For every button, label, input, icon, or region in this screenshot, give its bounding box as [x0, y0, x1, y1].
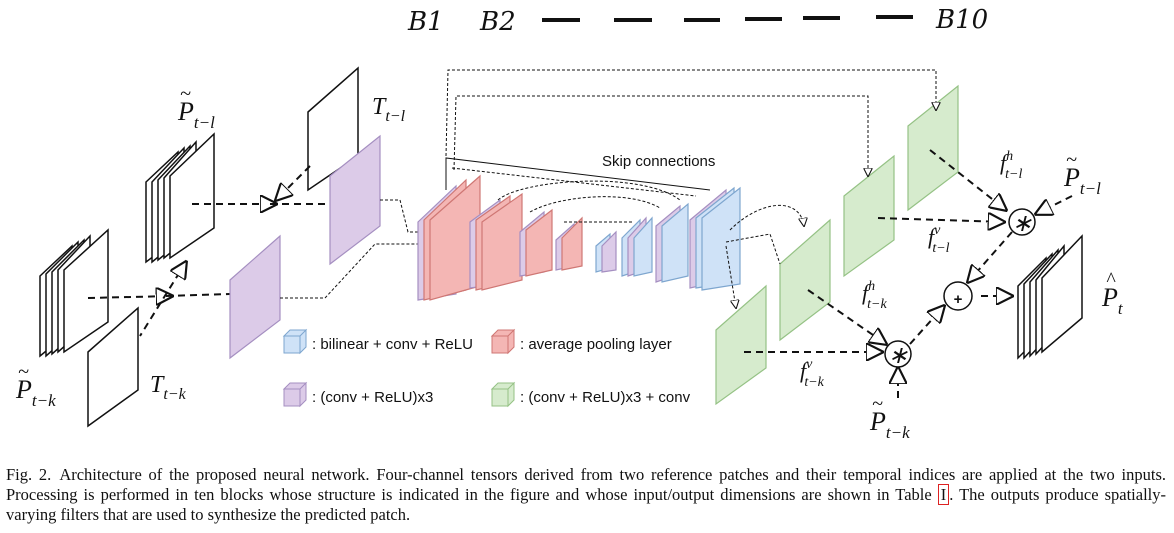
- conv-operator-bottom: ∗: [884, 340, 912, 369]
- skip-connections: [445, 157, 711, 223]
- conv-operator-top: ∗: [1008, 208, 1036, 237]
- table-reference-link[interactable]: I: [937, 484, 950, 505]
- input-stack-bottom: [39, 228, 109, 358]
- input-stack-top: [145, 132, 215, 264]
- svg-text:Pt−k: Pt−k: [869, 407, 910, 442]
- svg-text:: (conv + ReLU)x3: : (conv + ReLU)x3: [312, 389, 433, 406]
- time-index-frame-bottom: [87, 306, 139, 428]
- svg-text:: (conv + ReLU)x3 + conv: : (conv + ReLU)x3 + conv: [520, 389, 691, 406]
- filter-arrows: [744, 149, 1073, 398]
- input-block-purple-top: [329, 134, 381, 266]
- legend-item-red: : average pooling layer: [490, 328, 672, 355]
- svg-text:∗: ∗: [1012, 211, 1032, 237]
- output-branches: [715, 84, 959, 406]
- svg-text:~: ~: [1066, 149, 1077, 171]
- predicted-patch-stack: [1017, 234, 1083, 360]
- block-ellipsis-dashes: [542, 15, 913, 22]
- figure-caption: Fig. 2.Architecture of the proposed neur…: [6, 465, 1166, 525]
- svg-text:: average pooling layer: : average pooling layer: [520, 336, 672, 353]
- filter-block-fh-k: [779, 218, 831, 342]
- input-arrows: [87, 165, 330, 337]
- unet-layers: [417, 174, 741, 301]
- svg-text:∗: ∗: [888, 343, 908, 369]
- figure-number: Fig. 2.: [6, 465, 52, 484]
- svg-text:~: ~: [18, 361, 29, 383]
- block-annotations: B1 B2 B10: [407, 5, 988, 37]
- block-label-b2: B2: [479, 7, 516, 37]
- output-ref-patch-label-bottom: Pt−k ~: [869, 393, 910, 442]
- legend-item-green: : (conv + ReLU)x3 + conv: [490, 381, 691, 408]
- predicted-patch-label: Pt ^: [1101, 269, 1124, 318]
- filter-block-fv-k: [715, 284, 767, 406]
- add-operator: +: [943, 281, 973, 311]
- encoder-input-paths: [280, 199, 418, 299]
- architecture-diagram: B1 B2 B10 Pt−l ~ Pt−k ~ Tt−l: [15, 5, 1124, 442]
- legend-item-purple: : (conv + ReLU)x3: [282, 381, 433, 408]
- legend: : bilinear + conv + ReLU : average pooli…: [282, 328, 691, 408]
- time-index-label-top: Tt−l: [372, 94, 406, 125]
- input-patch-label-top: Pt−l ~: [177, 83, 215, 132]
- time-index-label-bottom: Tt−k: [150, 372, 187, 403]
- svg-text:^: ^: [1106, 269, 1116, 291]
- svg-text:Pt−l: Pt−l: [1063, 163, 1101, 198]
- caption-text-2: . The outputs produce spatially-varying …: [6, 485, 1166, 524]
- decoder-branch-paths: [445, 69, 936, 308]
- block-label-b1: B1: [407, 7, 444, 37]
- svg-text:Pt−k: Pt−k: [15, 375, 56, 410]
- svg-text:Pt−l: Pt−l: [177, 97, 215, 132]
- svg-text:~: ~: [872, 393, 883, 415]
- caption-text-1: Architecture of the proposed neural netw…: [6, 465, 1167, 504]
- filter-block-fh-l: [843, 154, 895, 278]
- svg-text:: bilinear + conv + ReLU: : bilinear + conv + ReLU: [312, 336, 473, 353]
- input-patch-label-bottom: Pt−k ~: [15, 361, 56, 410]
- output-ref-patch-label-top: Pt−l ~: [1063, 149, 1101, 198]
- legend-item-blue: : bilinear + conv + ReLU: [282, 328, 473, 355]
- svg-text:+: +: [954, 291, 963, 308]
- filter-block-fv-l: [907, 84, 959, 212]
- block-label-b10: B10: [935, 5, 988, 35]
- skip-connections-label: Skip connections: [602, 153, 715, 170]
- input-block-purple-bottom: [229, 234, 281, 360]
- svg-text:~: ~: [180, 83, 191, 105]
- svg-text:Pt: Pt: [1101, 283, 1124, 318]
